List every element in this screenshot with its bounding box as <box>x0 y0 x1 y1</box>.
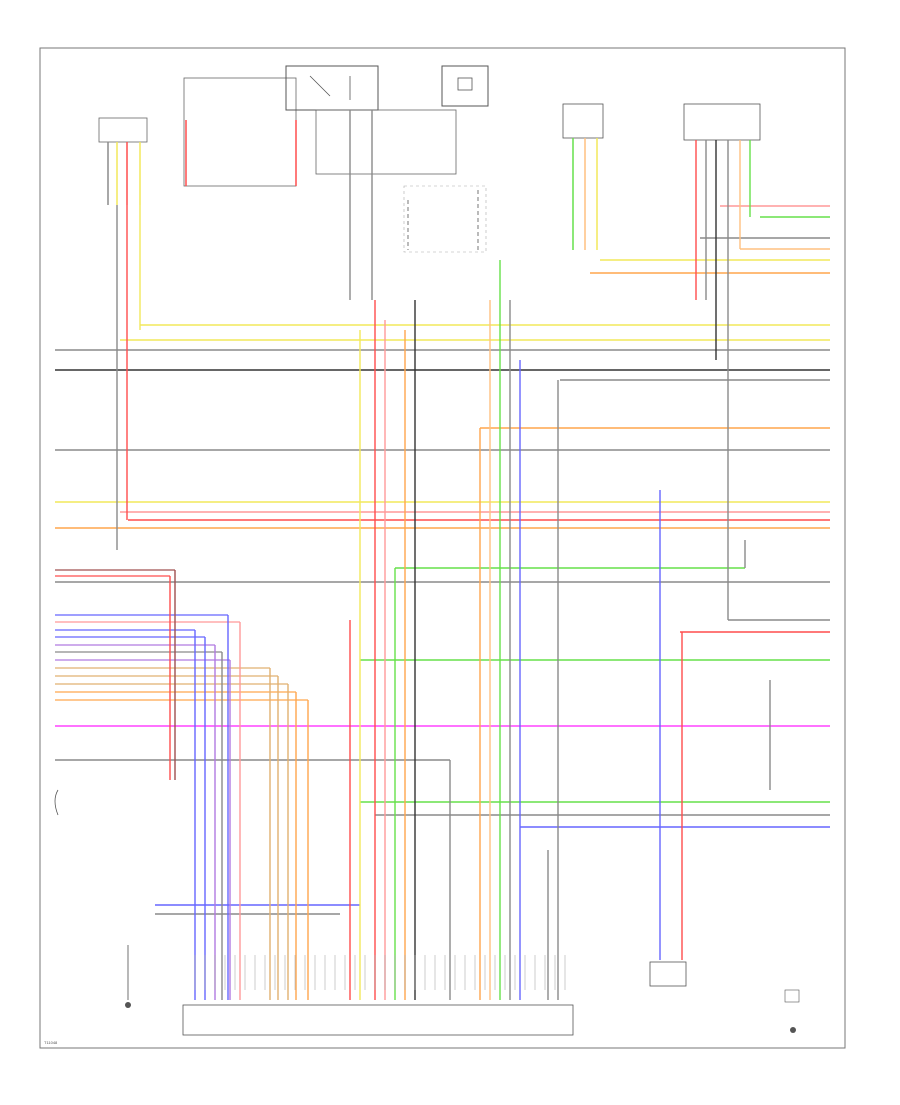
circuit-opening-relay <box>441 65 489 107</box>
vehicle-speed-sensor <box>562 103 604 250</box>
top-left-sensor-connector <box>98 117 148 205</box>
ground-point-left <box>125 945 131 1008</box>
throttle-sensor <box>403 185 487 253</box>
horizontal-wires <box>55 205 830 915</box>
relay-box-left <box>183 77 297 187</box>
vertical-wires <box>116 110 771 1000</box>
knock-sensor <box>649 961 687 987</box>
data-link-connector <box>683 103 761 141</box>
diagram-border <box>39 47 846 1049</box>
page-code: T11048 <box>44 1040 58 1045</box>
grommet-mark-left <box>54 789 59 816</box>
engine-control-module <box>182 1004 574 1036</box>
main-relay <box>285 65 457 175</box>
ground-point-right <box>784 989 800 1033</box>
